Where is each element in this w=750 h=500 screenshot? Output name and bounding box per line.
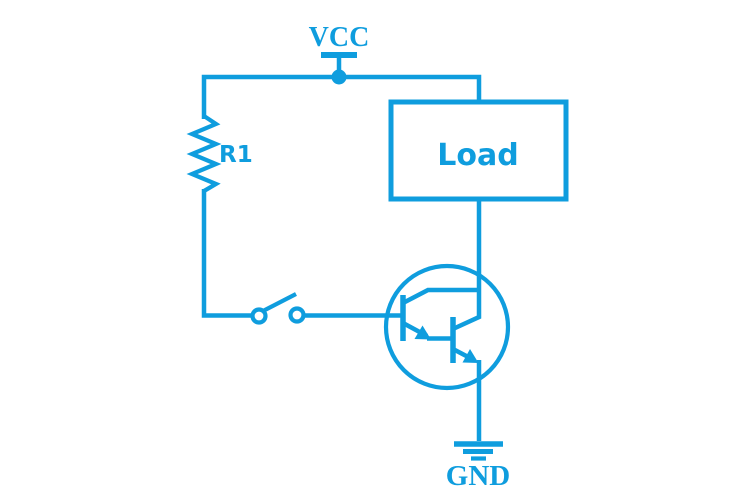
switch-lever: [262, 292, 297, 313]
r1-label: R1: [219, 142, 253, 168]
q2-emitter-arrow-icon: [462, 349, 479, 363]
gnd-label: GND: [446, 460, 510, 492]
left-wire: [201, 189, 253, 318]
schematic-strokes: [186, 52, 569, 461]
switch-terminal-right: [288, 306, 306, 324]
switch-terminal-left: [250, 307, 268, 325]
junction-dot: [331, 69, 347, 85]
schematic-fills: VCC R1 Load GND: [219, 22, 519, 492]
transistor-circle: [383, 263, 511, 391]
collector-wire: [453, 199, 482, 331]
q1-collector-wire: [401, 287, 479, 305]
load-label: Load: [437, 138, 518, 173]
resistor-r1-zigzag-icon: [186, 114, 222, 193]
vcc-label: VCC: [309, 22, 370, 53]
q1-emitter-arrow-icon: [414, 325, 431, 340]
